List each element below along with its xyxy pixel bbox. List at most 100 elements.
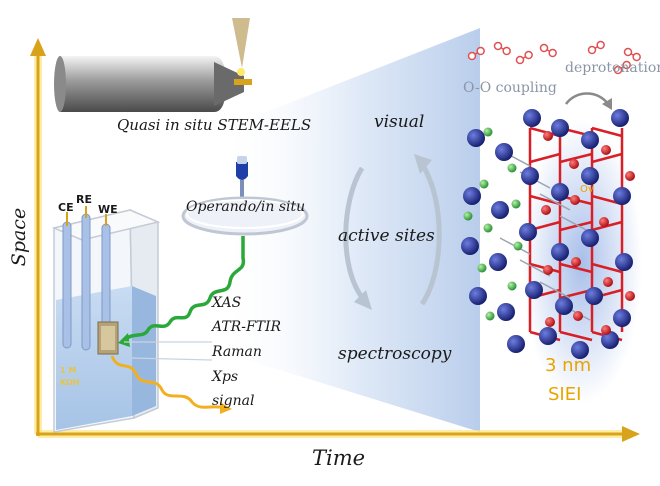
lattice-bond <box>559 215 591 233</box>
dopant-atom <box>479 179 489 189</box>
oxygen-atom <box>541 205 551 215</box>
layer-name: SIEI <box>548 384 582 405</box>
cobalt-atom <box>467 129 485 147</box>
y-axis-arrowhead <box>30 38 46 56</box>
electrochemical-cell <box>51 206 161 433</box>
cobalt-atom <box>551 119 569 137</box>
oxygen-atom <box>603 277 613 287</box>
axes-group <box>30 38 640 442</box>
technique-xps: Xps <box>212 369 239 385</box>
cycle-label-spectroscopy: spectroscopy <box>338 344 452 364</box>
operando-label: Operando/in situ <box>186 199 306 215</box>
cobalt-atom <box>613 187 631 205</box>
oxygen-atom <box>543 131 553 141</box>
stem-instrument <box>54 18 252 112</box>
o2-atom <box>587 45 597 55</box>
electrode-label-we: WE <box>98 203 118 216</box>
x-axis-arrowhead <box>622 426 640 442</box>
oxygen-molecules <box>467 40 641 75</box>
o2-atom <box>476 46 485 56</box>
cobalt-atom <box>507 335 525 353</box>
lattice-bond <box>591 126 623 138</box>
cobalt-atom <box>581 229 599 247</box>
o2-atom <box>502 46 511 56</box>
cobalt-atom <box>497 303 515 321</box>
dopant-atom <box>513 241 523 251</box>
oxygen-atom <box>570 195 580 205</box>
cobalt-atom <box>571 341 589 359</box>
reference-electrode <box>81 213 91 351</box>
oxygen-atom <box>625 291 635 301</box>
lattice-bond <box>591 152 623 164</box>
lattice-bond <box>559 330 593 342</box>
o2-atom <box>493 41 503 51</box>
lattice-bond <box>559 220 593 232</box>
o2-atom <box>632 52 641 62</box>
o2-atom <box>524 50 533 60</box>
lattice-bond <box>559 262 593 274</box>
dopant-atom <box>463 211 473 221</box>
working-electrode <box>101 223 111 333</box>
cobalt-atom <box>551 183 569 201</box>
oxygen-atom <box>573 311 583 321</box>
dopant-atom <box>485 311 495 321</box>
dopant-atom <box>511 199 521 209</box>
cobalt-atom <box>495 143 513 161</box>
cycle-label-active-sites: active sites <box>338 226 435 246</box>
layer-thickness: 3 nm <box>545 355 592 376</box>
operando-probe <box>236 156 248 210</box>
mechanism-label-deprotonation: deprotonation <box>565 60 660 76</box>
cobalt-atom <box>581 167 599 185</box>
oxygen-atom <box>543 265 553 275</box>
cycle-arrows <box>343 162 442 306</box>
y-axis-label: Space <box>8 207 31 267</box>
o2-atom <box>613 65 623 75</box>
oxygen-atom <box>625 171 635 181</box>
cobalt-atom <box>539 327 557 345</box>
cobalt-atom <box>611 109 629 127</box>
technique-atr-ftir: ATR-FTIR <box>212 319 282 335</box>
signal-wave <box>110 355 225 410</box>
dopant-atom <box>507 281 517 291</box>
cobalt-atom <box>463 187 481 205</box>
cobalt-atom <box>615 253 633 271</box>
lattice-bond <box>591 262 623 274</box>
crystal-structure: Ov <box>461 109 642 404</box>
incoming-wave <box>122 236 246 342</box>
cobalt-atom <box>581 131 599 149</box>
dopant-atom <box>483 127 493 137</box>
x-axis-label: Time <box>312 446 366 470</box>
lattice-bond <box>539 281 571 299</box>
cobalt-atom <box>461 237 479 255</box>
cobalt-atom <box>489 253 507 271</box>
electrolyte-label-1: 1 M <box>60 366 77 375</box>
cobalt-atom <box>585 287 603 305</box>
lattice-bond <box>539 193 571 211</box>
o2-atom <box>539 43 549 53</box>
cobalt-atom <box>469 287 487 305</box>
cobalt-atom <box>491 201 509 219</box>
oxygen-atom <box>601 325 611 335</box>
mechanism-label-oo-coupling: O-O coupling <box>463 80 557 96</box>
technique-raman: Raman <box>212 344 262 360</box>
deprotonation-arrow <box>564 92 610 105</box>
cobalt-atom <box>613 309 631 327</box>
vacancy-label: Ov <box>580 184 594 195</box>
o2-atom <box>467 51 477 61</box>
cobalt-atom <box>523 109 541 127</box>
cobalt-atom <box>555 297 573 315</box>
o2-atom <box>623 47 633 57</box>
electrolyte-label-2: KOH <box>60 378 80 387</box>
cobalt-atom <box>551 243 569 261</box>
counter-electrode <box>62 221 72 349</box>
cobalt-atom <box>521 167 539 185</box>
oxygen-atom <box>571 257 581 267</box>
dopant-atom <box>507 163 517 173</box>
oxygen-atom <box>545 317 555 327</box>
dopant-atom <box>483 223 493 233</box>
cobalt-atom <box>601 331 619 349</box>
stem-label: Quasi in situ STEM-EELS <box>117 116 312 134</box>
oxygen-atom <box>601 145 611 155</box>
